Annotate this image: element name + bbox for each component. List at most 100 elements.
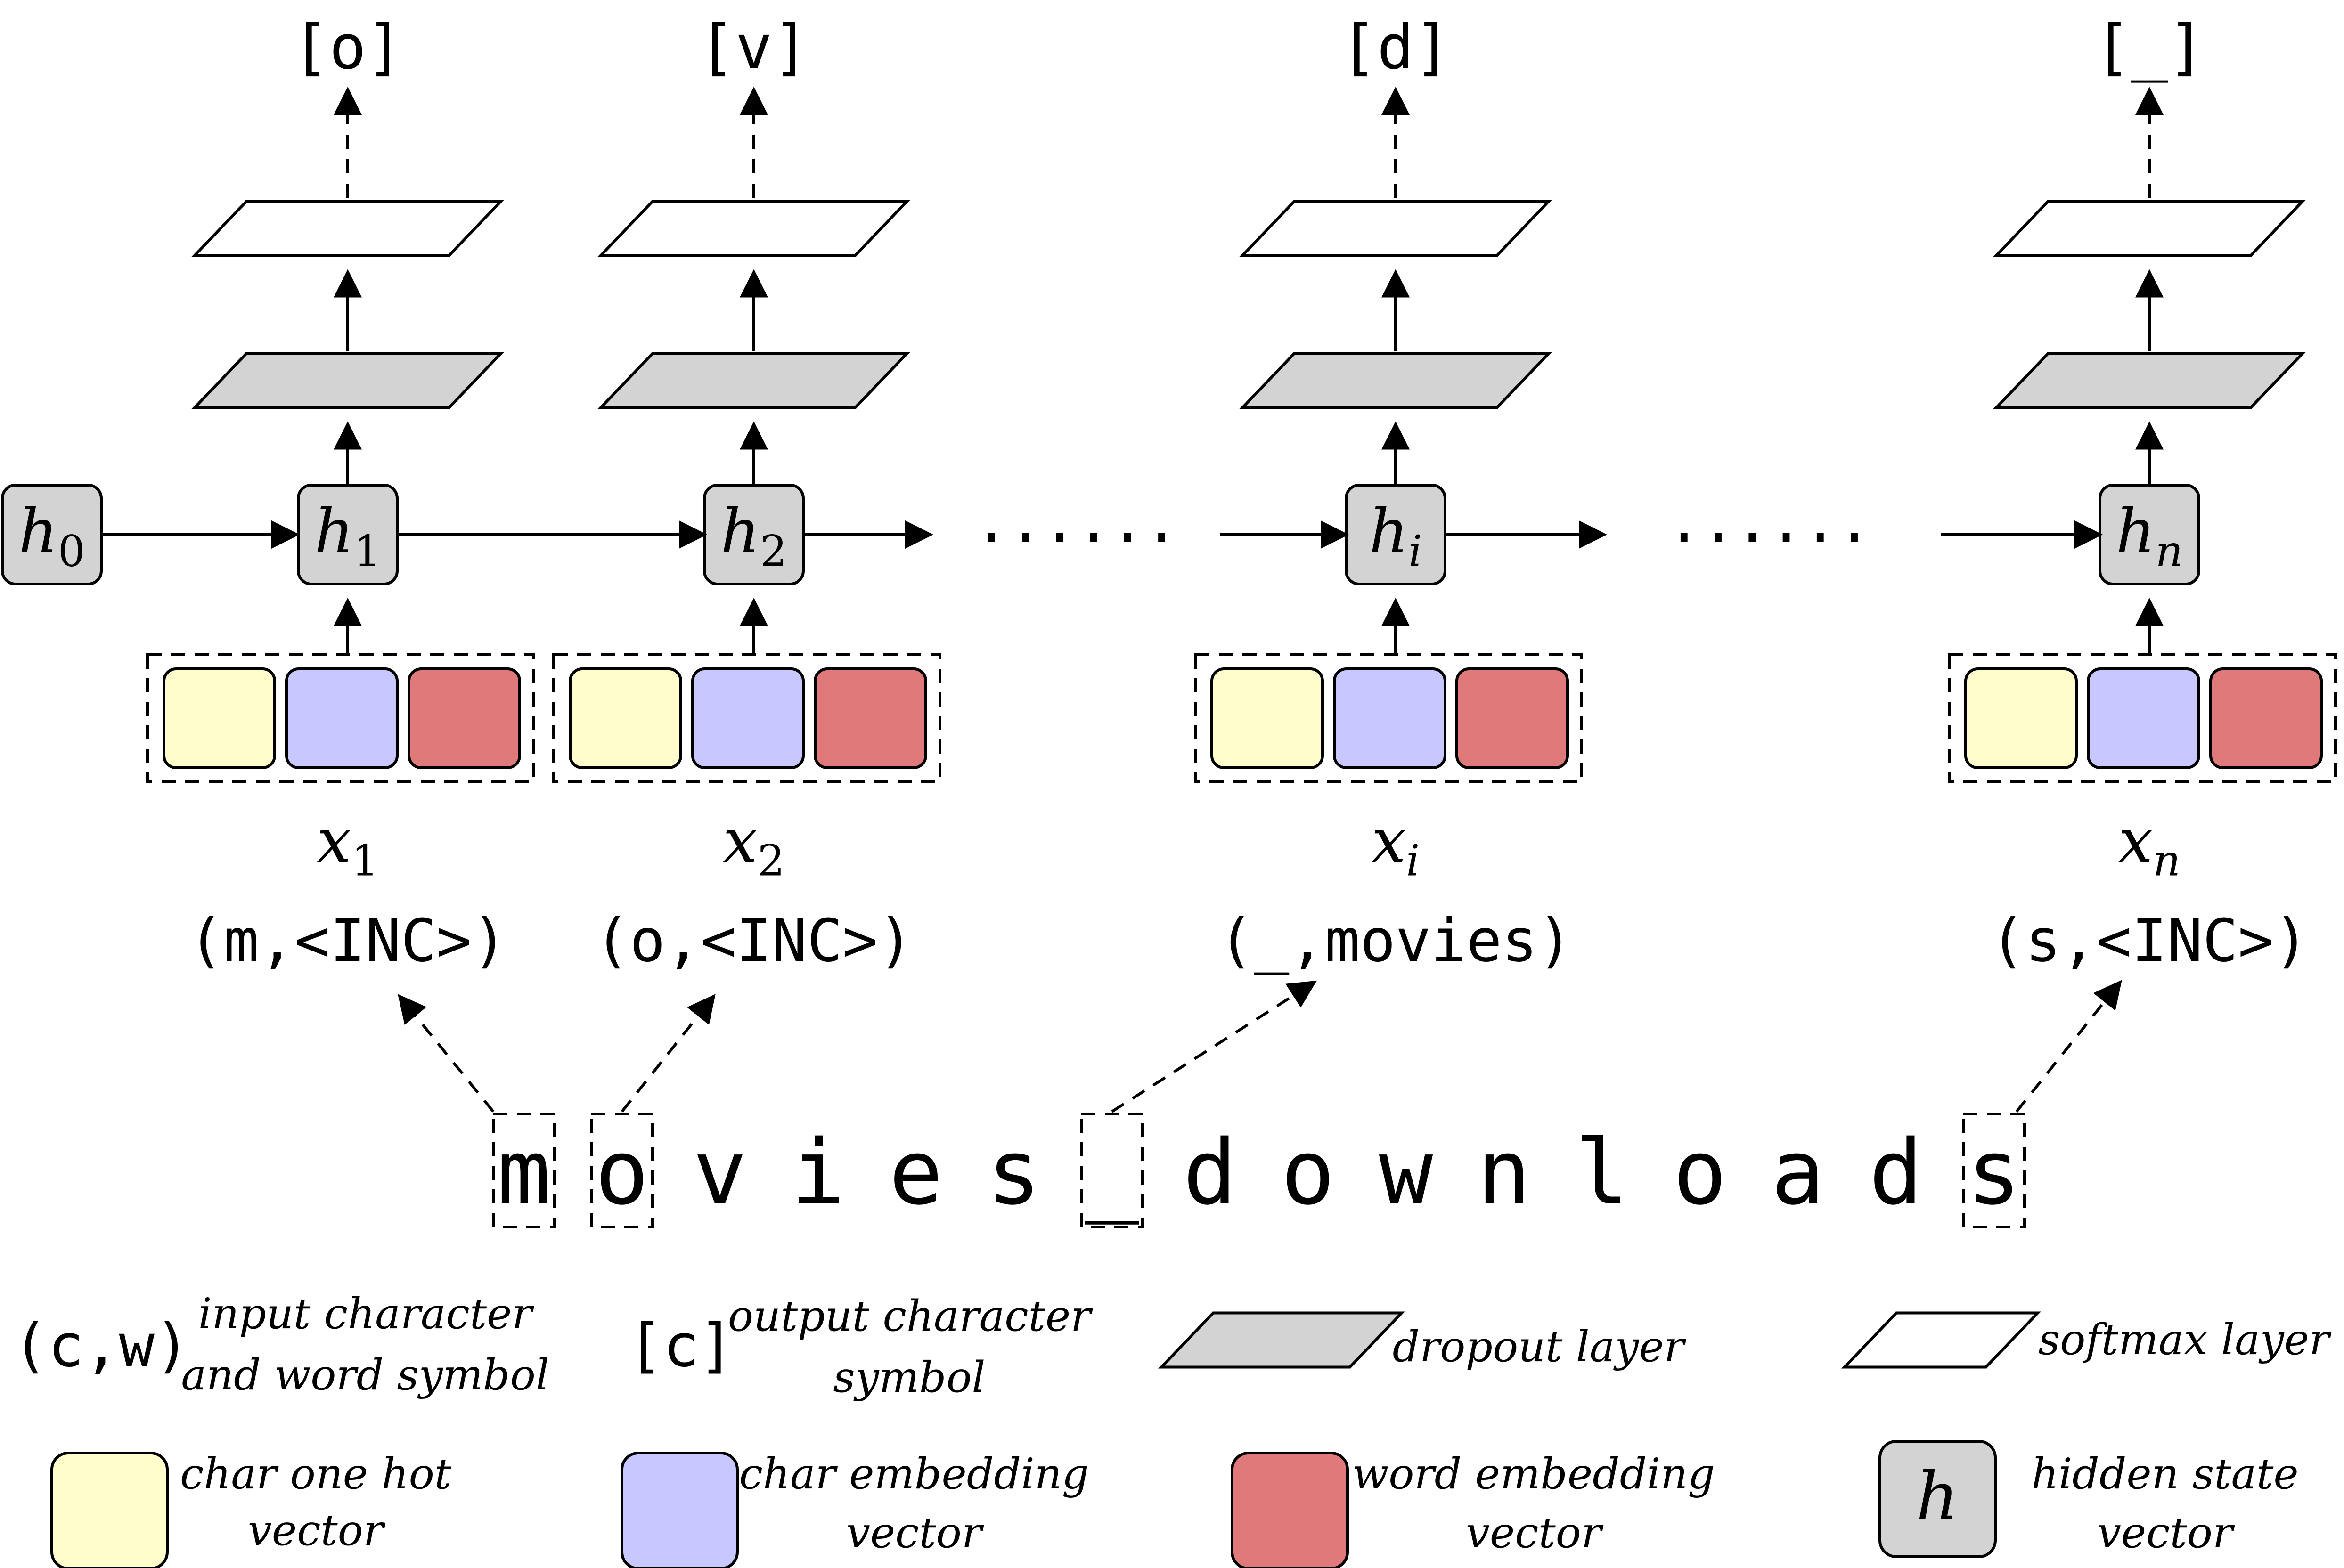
legend-char-emb-text: char embedding <box>739 1449 1089 1499</box>
legend-word-emb-text: vector <box>1466 1508 1604 1558</box>
input-string-char: m <box>497 1121 551 1225</box>
hidden-state-label-symbol: h <box>720 496 760 567</box>
softmax-layer <box>1239 200 1552 257</box>
input-vector-group <box>1194 653 1583 783</box>
ellipsis-text: ...... <box>974 490 1178 555</box>
highlighted-char-box <box>1962 1113 2026 1228</box>
legend-pair-symbol: (c,w) <box>13 1312 190 1380</box>
legend-hidden-symbol: h <box>1916 1458 1959 1535</box>
hidden-state-label: h1 <box>314 496 381 577</box>
input-string-char: s <box>1967 1121 2021 1225</box>
output-char-label: [o] <box>293 11 403 83</box>
input-string-char: s <box>987 1121 1041 1225</box>
char-one-hot-box <box>163 667 276 769</box>
highlighted-char-box <box>1080 1113 1144 1228</box>
char-embedding-box <box>2087 667 2200 769</box>
input-string-char: a <box>1771 1121 1825 1225</box>
input-string-char: o <box>595 1121 649 1225</box>
dropout-layer <box>191 352 505 409</box>
input-label-subscript: i <box>1406 837 1420 886</box>
hidden-state-label-subscript: 1 <box>354 527 381 577</box>
hidden-state-label: hi <box>1369 496 1422 577</box>
legend-word-emb-swatch <box>1231 1452 1349 1568</box>
input-string-char: o <box>1673 1121 1727 1225</box>
legend-pair-text: and word symbol <box>181 1350 549 1400</box>
legend-char-emb-swatch <box>621 1452 739 1568</box>
char-embedding-box <box>1333 667 1446 769</box>
input-label-subscript: n <box>2153 837 2181 886</box>
legend-dropout-text: dropout layer <box>1393 1322 1687 1372</box>
input-string-char: d <box>1183 1121 1237 1225</box>
legend-out-symbol: [c] <box>628 1312 734 1380</box>
softmax-layer <box>597 200 911 257</box>
output-char-label: [d] <box>1340 11 1451 83</box>
input-label: xi <box>1372 805 1420 886</box>
output-char-label: [v] <box>699 11 809 83</box>
hidden-state-label: h2 <box>720 496 787 577</box>
input-string-char: n <box>1477 1121 1531 1225</box>
legend-one-hot-swatch <box>50 1452 169 1568</box>
input-vector-group <box>1948 653 2337 783</box>
input-label-subscript: 2 <box>758 837 785 886</box>
hidden-state-label-symbol: h <box>1369 496 1409 567</box>
input-label-symbol: x <box>1372 805 1406 877</box>
char-embedding-box <box>691 667 805 769</box>
char-one-hot-box <box>1210 667 1324 769</box>
input-label-symbol: x <box>2118 805 2153 877</box>
initial-hidden-label-subscript: 0 <box>58 527 85 577</box>
hidden-state-label-subscript: n <box>2156 527 2183 577</box>
input-label: x2 <box>723 805 784 886</box>
input-pair-label: (s,<INC>) <box>1990 907 2309 975</box>
dashed-arrow-icon <box>398 994 495 1113</box>
input-string-char: o <box>1281 1121 1335 1225</box>
input-string-char: w <box>1379 1121 1433 1225</box>
input-vector-group <box>552 653 941 783</box>
legend-softmax-icon <box>1841 1311 2042 1369</box>
char-one-hot-box <box>1964 667 2078 769</box>
legend-softmax-text: softmax layer <box>2038 1315 2332 1365</box>
hidden-state-label-symbol: h <box>314 496 354 567</box>
dashed-arrow-icon <box>621 994 716 1113</box>
dashed-arrow-icon <box>2015 980 2122 1113</box>
legend-one-hot-text: vector <box>248 1506 386 1555</box>
output-char-label: [_] <box>2094 11 2205 83</box>
input-label: x1 <box>317 805 378 886</box>
highlighted-char-box <box>492 1113 556 1228</box>
ellipsis-text: ...... <box>1667 490 1871 555</box>
word-embedding-box <box>814 667 927 769</box>
legend-one-hot-text: char one hot <box>180 1449 452 1499</box>
hidden-state-label-symbol: h <box>2116 496 2156 567</box>
char-embedding-box <box>285 667 399 769</box>
input-pair-label: (m,<INC>) <box>188 907 507 975</box>
input-label-subscript: 1 <box>351 837 379 886</box>
input-label: xn <box>2118 805 2181 886</box>
dropout-layer <box>597 352 911 409</box>
input-string-char: _ <box>1085 1121 1139 1225</box>
legend-hidden-swatch <box>1878 1440 1997 1558</box>
softmax-layer <box>191 200 505 257</box>
dropout-layer <box>1993 352 2306 409</box>
legend-pair-text: input character <box>198 1289 535 1339</box>
legend-hidden-text: hidden state <box>2031 1449 2298 1499</box>
legend-out-text: symbol <box>833 1353 986 1402</box>
input-string-char: i <box>791 1121 845 1225</box>
input-pair-label: (_,movies) <box>1218 907 1573 975</box>
legend-hidden-text: vector <box>2097 1508 2235 1558</box>
dropout-layer <box>1239 352 1552 409</box>
input-label-symbol: x <box>723 805 757 877</box>
input-string-char: l <box>1575 1121 1629 1225</box>
input-string-char: v <box>693 1121 747 1225</box>
legend-word-emb-text: word embedding <box>1352 1449 1715 1499</box>
input-string-char: e <box>889 1121 943 1225</box>
word-embedding-box <box>2209 667 2323 769</box>
initial-hidden-label: h0 <box>18 496 85 577</box>
legend-dropout-icon <box>1158 1311 1405 1369</box>
input-label-symbol: x <box>317 805 351 877</box>
legend-out-text: output character <box>728 1292 1093 1341</box>
highlighted-char-box <box>590 1113 654 1228</box>
input-vector-group <box>146 653 535 783</box>
hidden-state-label-subscript: i <box>1408 527 1422 577</box>
hidden-state-label: hn <box>2116 496 2183 577</box>
initial-hidden-label-symbol: h <box>18 496 58 567</box>
